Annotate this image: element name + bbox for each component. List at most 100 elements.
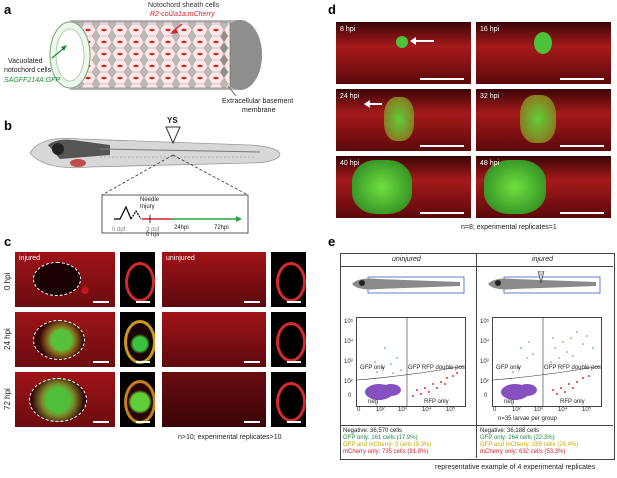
larva-drawing	[29, 126, 281, 234]
panel-d-footer: n=8; experimental replicates=1	[461, 224, 557, 231]
ytick-right-1e5: 10⁵	[480, 319, 490, 325]
panel-b-larva-timeline: YS Needle Injury 0 dpf 3 dpf 0 hpi 24hpi…	[0, 115, 320, 238]
xtick-left-1e5: 10⁵	[446, 407, 456, 413]
gate-double-right: GFP RFP double pos	[544, 365, 601, 371]
xtick-left-1e4: 10⁴	[422, 407, 432, 413]
vacuolated-title-line1: Vacuolated	[8, 58, 43, 65]
tile-40hpi	[336, 156, 471, 218]
image-injured-cross-24hpi	[120, 312, 155, 367]
vacuolated-reporter-label: SAGFF214A:GFP	[4, 77, 61, 84]
panel-label-c: c	[4, 234, 12, 249]
sheath-reporter-label: R2-col2a1a:mCherry	[150, 11, 215, 18]
ytick-right-1e2: 10²	[480, 379, 489, 385]
tile-label-16hpi: 16 hpi	[480, 26, 500, 33]
larva-thumb-injured	[488, 271, 601, 294]
image-uninjured-cross-24hpi	[271, 312, 306, 367]
ytick-left-1e3: 10³	[344, 359, 353, 365]
image-injured-cross-72hpi	[120, 372, 155, 427]
panel-label-a: a	[4, 2, 12, 17]
panel-label-d: d	[328, 2, 336, 17]
notochord-cylinder-drawing	[49, 20, 262, 97]
gate-gfp-only-right: GFP only	[496, 365, 521, 371]
stat-both-left: GFP and mCherry: 3 cells (0.3%)	[343, 442, 432, 448]
ytick-right-1e3: 10³	[480, 359, 489, 365]
tile-label-8hpi: 8 hpi	[340, 26, 356, 33]
panel-a-notochord-schematic: Notochord sheath cells R2-col2a1a:mCherr…	[0, 0, 320, 115]
gate-neg-right: neg	[504, 399, 515, 405]
gate-gfp-only-left: GFP only	[360, 365, 385, 371]
row-label-72hpi: 72 hpi	[3, 388, 12, 410]
image-uninjured-cross-72hpi	[271, 372, 306, 427]
ecm-label-line1: Extracellular basement	[222, 98, 294, 105]
row-label-24hpi: 24 hpi	[3, 328, 12, 350]
needle-label-line2: Injury	[140, 204, 155, 210]
image-uninjured-cross-0hpi	[271, 252, 306, 307]
image-injured-cross-0hpi	[120, 252, 155, 307]
xtick-left-1e2: 10²	[376, 407, 385, 413]
image-uninjured-0hpi	[162, 252, 266, 307]
facs-plot-uninjured	[356, 317, 466, 407]
panel-d-timelapse: 8 hpi 16 hpi 24 hpi 32 hpi 40 hpi 48 hpi…	[336, 22, 617, 234]
header-uninjured: uninjured	[392, 256, 421, 263]
image-injured-24hpi	[15, 312, 115, 367]
gate-neg-left: neg	[368, 399, 379, 405]
panel-e-flow-cytometry: uninjured injured	[340, 253, 615, 478]
stat-negative-left: Negative: 36,570 cells	[343, 428, 403, 434]
ecm-label-line2: membrane	[242, 107, 276, 114]
facs-scatter-injured	[492, 318, 602, 406]
n-larvae-label: n=35 larvae per group	[498, 416, 557, 422]
xtick-right-1e3: 10³	[534, 407, 543, 413]
tile-32hpi	[476, 89, 611, 151]
flow-table	[340, 253, 615, 460]
panel-label-e: e	[328, 234, 336, 249]
stat-gfp-right: GFP only: 264 cells (22.3%)	[480, 435, 555, 441]
larva-thumb-uninjured	[352, 276, 465, 294]
stat-both-right: GFP and mCherry: 289 cells (24.4%)	[480, 442, 579, 448]
image-uninjured-72hpi	[162, 372, 266, 427]
panel-label-b: b	[4, 118, 12, 133]
ytick-left-1e4: 10⁴	[344, 339, 354, 345]
timeline-0hpi: 0 hpi	[146, 232, 160, 238]
ytick-left-0: 0	[348, 393, 352, 399]
timeline-3dpf: 3 dpf	[146, 227, 160, 233]
panel-e-footer: representative example of 4 experimental…	[435, 464, 596, 471]
timeline-24hpi: 24hpi	[174, 225, 189, 231]
ys-label: YS	[167, 116, 178, 125]
tile-48hpi	[476, 156, 611, 218]
panel-c-footer: n>10; experimental replicates>10	[178, 434, 282, 441]
row-label-0hpi: 0 hpi	[3, 272, 12, 290]
xtick-left-0: 0	[357, 407, 361, 413]
xtick-right-1e4: 10⁴	[558, 407, 568, 413]
tile-8hpi	[336, 22, 471, 84]
facs-plot-injured	[492, 317, 602, 407]
tile-16hpi	[476, 22, 611, 84]
image-injured-72hpi	[15, 372, 115, 427]
tile-label-24hpi: 24 hpi	[340, 93, 360, 100]
ytick-right-0: 0	[484, 393, 488, 399]
image-uninjured-24hpi	[162, 312, 266, 367]
stat-gfp-left: GFP only: 161 cells (17.9%)	[343, 435, 418, 441]
gate-rfp-only-right: RFP only	[560, 399, 585, 405]
tile-label-32hpi: 32 hpi	[480, 93, 500, 100]
xtick-right-0: 0	[493, 407, 497, 413]
image-injured-0hpi	[15, 252, 115, 307]
timeline-72hpi: 72hpi	[214, 225, 229, 231]
needle-label-line1: Needle	[140, 197, 160, 203]
label-injured: injured	[19, 255, 41, 262]
facs-scatter-uninjured	[356, 318, 466, 406]
xtick-left-1e3: 10³	[398, 407, 407, 413]
vacuolated-title-line2: notochord cells	[4, 67, 52, 74]
stat-negative-right: Negative: 36,188 cells	[480, 428, 540, 434]
xtick-right-1e5: 10⁵	[582, 407, 592, 413]
tile-label-40hpi: 40 hpi	[340, 160, 360, 167]
gate-double-left: GFP RFP double pos	[408, 365, 465, 371]
label-uninjured: uninjured	[166, 255, 195, 262]
panel-c-notochord-images: 0 hpi 24 hpi 72 hpi	[0, 240, 320, 478]
ytick-right-1e4: 10⁴	[480, 339, 490, 345]
ytick-left-1e5: 10⁵	[344, 319, 354, 325]
tile-24hpi	[336, 89, 471, 151]
tile-label-48hpi: 48 hpi	[480, 160, 500, 167]
ytick-left-1e2: 10²	[344, 379, 353, 385]
header-injured: injured	[532, 256, 554, 263]
stat-mcherry-left: mCherry only: 735 cells (81.8%)	[343, 449, 429, 455]
